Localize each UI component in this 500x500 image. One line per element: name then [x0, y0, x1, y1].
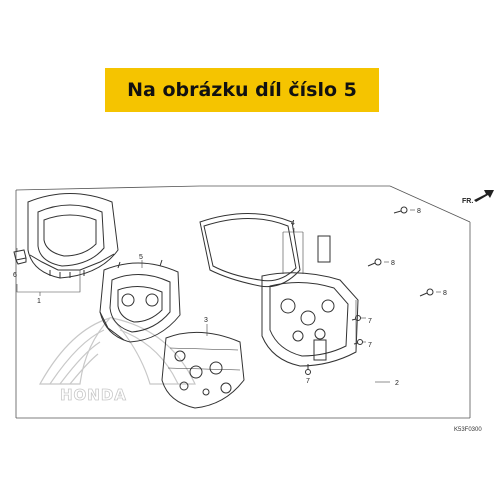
part-3-meter-panel [161, 331, 245, 409]
label-part-4: 4 [291, 220, 295, 227]
label-part-6: 6 [13, 272, 17, 279]
label-part-1: 1 [37, 298, 41, 305]
label-part-2: 2 [395, 380, 399, 387]
part-1-meter-cover [27, 193, 119, 279]
leader-lines [16, 209, 441, 383]
part-number-banner: Na obrázku díl číslo 5 [105, 68, 379, 112]
assembly-frame [15, 185, 471, 419]
front-marker-label: FR. [462, 198, 473, 205]
part-5-meter-case [99, 259, 181, 343]
part-4-lens [199, 213, 301, 288]
label-part-8-a: 8 [417, 208, 421, 215]
diagram-code: K53F0300 [454, 427, 482, 433]
front-direction-arrow: FR. [462, 190, 494, 205]
honda-watermark: HONDA [60, 386, 127, 404]
label-part-8-b: 8 [391, 260, 395, 267]
part-6-clip [13, 249, 27, 265]
banner-text: Na obrázku díl číslo 5 [127, 79, 357, 101]
screw-set [305, 206, 434, 375]
label-part-5: 5 [139, 254, 143, 261]
label-part-7-a: 7 [368, 318, 372, 325]
label-part-3: 3 [204, 317, 208, 324]
honda-wing-logo [38, 316, 196, 385]
label-part-8-c: 8 [443, 290, 447, 297]
label-part-7-b: 7 [368, 342, 372, 349]
part-2-meter-housing [261, 235, 359, 367]
label-part-7-c: 7 [306, 378, 310, 385]
